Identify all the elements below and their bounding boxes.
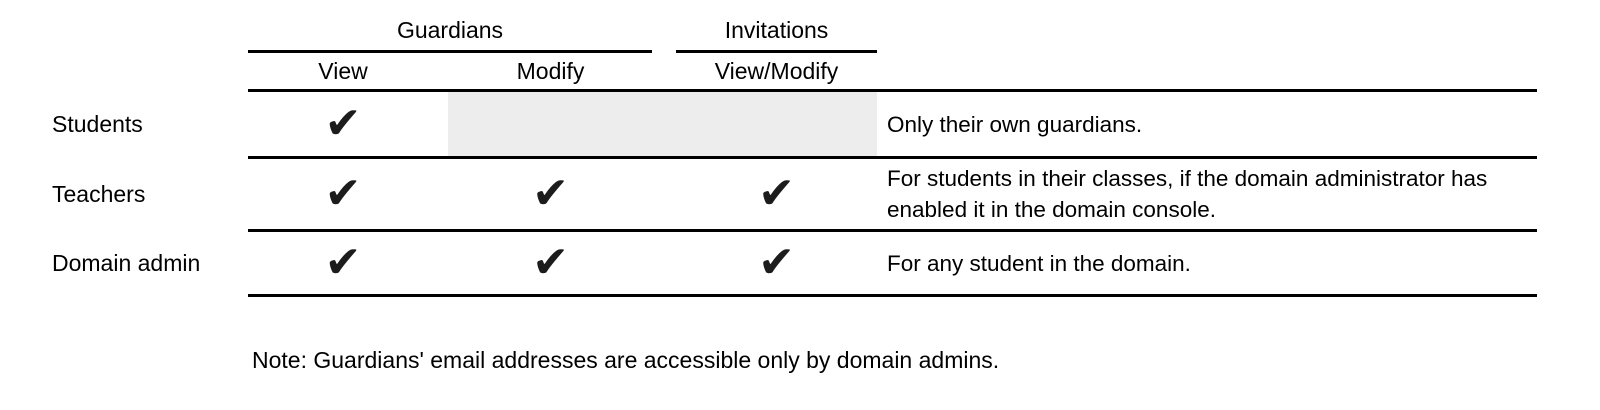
column-header-view-modify: View/Modify: [714, 58, 839, 84]
check-teachers-view-modify-icon: ✔: [758, 168, 795, 219]
check-students-view-modify-icon: [676, 92, 877, 156]
invitations-underline: [676, 50, 877, 53]
check-domain-admin-modify-icon: ✔: [532, 237, 569, 288]
check-teachers-modify-icon: ✔: [532, 168, 569, 219]
check-teachers-view-icon: ✔: [324, 168, 362, 219]
check-domain-admin-view-modify-icon: ✔: [758, 237, 795, 288]
check-students-view-icon: ✔: [324, 98, 362, 149]
table-bottom-line: [248, 294, 1537, 297]
row-label-domain-admin: Domain admin: [52, 250, 201, 276]
note-teachers: For students in their classes, if the do…: [887, 166, 1488, 222]
note-students: Only their own guardians.: [887, 111, 1143, 137]
column-header-modify: Modify: [516, 58, 585, 84]
footnote: Note: Guardians' email addresses are acc…: [252, 347, 1000, 373]
row-label-students: Students: [52, 111, 143, 137]
students-disabled-cells: [448, 92, 877, 156]
check-domain-admin-view-icon: ✔: [324, 237, 362, 288]
guardians-underline: [248, 50, 652, 53]
check-students-modify-icon: [448, 92, 653, 156]
note-domain-admin: For any student in the domain.: [887, 250, 1191, 276]
row-label-teachers: Teachers: [52, 181, 146, 207]
header-bottom-line: [248, 89, 1537, 92]
group-header-guardians: Guardians: [396, 17, 504, 43]
students-row-line: [248, 156, 1537, 159]
column-header-view: View: [318, 58, 368, 84]
teachers-row-line: [248, 229, 1537, 232]
group-header-invitations: Invitations: [724, 17, 829, 43]
